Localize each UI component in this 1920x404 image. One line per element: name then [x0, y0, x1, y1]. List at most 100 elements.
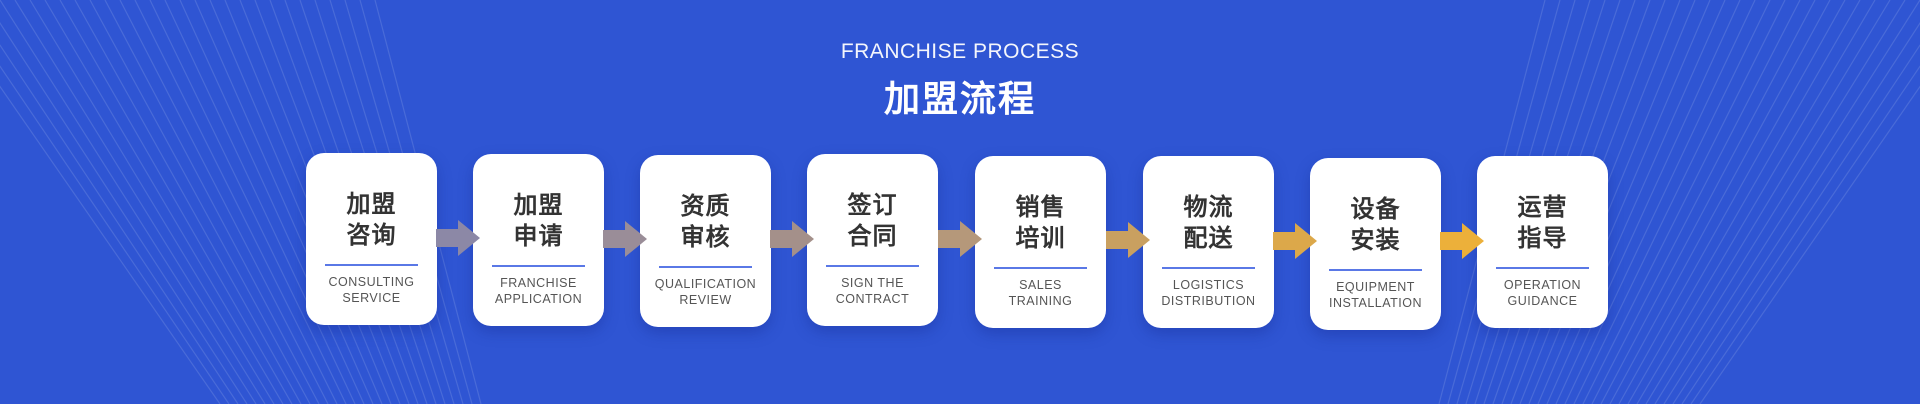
step-english-line: SIGN THE — [841, 276, 904, 290]
decorative-line — [179, 0, 365, 404]
step-english-line: CONSULTING — [328, 275, 415, 289]
decorative-line — [0, 0, 257, 404]
decorative-line — [74, 0, 302, 404]
step-divider — [994, 267, 1087, 269]
decorative-line — [1528, 0, 1696, 404]
decorative-line — [1600, 0, 1816, 404]
step-divider — [1496, 267, 1589, 269]
step-divider — [659, 266, 752, 268]
decorative-line — [1672, 22, 1920, 404]
step-english: LOGISTICS DISTRIBUTION — [1143, 277, 1274, 309]
decorative-line — [1573, 0, 1771, 404]
step-title: 物流配送 — [1183, 193, 1234, 252]
decorative-line — [89, 0, 311, 404]
step-card-consulting: 加盟咨询 CONSULTING SERVICE — [306, 153, 437, 325]
step-english-line: GUIDANCE — [1507, 294, 1578, 308]
step-english: QUALIFICATION REVIEW — [640, 276, 771, 308]
arrow-shape — [1106, 222, 1150, 258]
step-english-line: FRANCHISE — [500, 276, 577, 290]
decorative-line — [1690, 65, 1920, 404]
step-english: EQUIPMENT INSTALLATION — [1310, 279, 1441, 311]
step-title: 签订合同 — [847, 191, 898, 250]
decorative-line — [209, 0, 383, 404]
step-english: OPERATION GUIDANCE — [1477, 277, 1608, 309]
arrow-right-icon — [603, 221, 647, 257]
arrow-right-icon — [938, 221, 982, 257]
arrow-right-icon — [1273, 223, 1317, 259]
decorative-line — [1618, 0, 1846, 404]
decorative-line — [59, 0, 293, 404]
decorative-line — [104, 0, 320, 404]
step-title: 加盟咨询 — [346, 190, 397, 249]
decorative-line — [0, 22, 248, 404]
decorative-line — [0, 44, 239, 404]
arrow-shape — [603, 221, 647, 257]
decorative-line — [0, 85, 221, 404]
arrow-right-icon — [770, 221, 814, 257]
section-header: FRANCHISE PROCESS 加盟流程 — [0, 40, 1920, 122]
step-divider — [1162, 267, 1255, 269]
decorative-line — [1582, 0, 1786, 404]
decorative-line — [1699, 85, 1920, 404]
section-subtitle: FRANCHISE PROCESS — [840, 40, 1080, 63]
arrow-right-icon — [436, 220, 480, 256]
step-title: 加盟申请 — [513, 191, 564, 250]
step-card-logistics: 物流配送 LOGISTICS DISTRIBUTION — [1143, 156, 1274, 328]
step-title: 运营指导 — [1517, 193, 1568, 252]
decorative-line — [1681, 44, 1920, 404]
step-english-line: SALES — [1019, 278, 1062, 292]
step-english: SALES TRAINING — [975, 277, 1106, 309]
step-title: 销售培训 — [1015, 193, 1066, 252]
decorative-line — [0, 65, 230, 404]
step-card-training: 销售培训 SALES TRAINING — [975, 156, 1106, 328]
step-divider — [1329, 269, 1422, 271]
step-english-line: TRAINING — [1008, 294, 1073, 308]
step-title: 设备安装 — [1350, 195, 1401, 254]
decorative-line — [1627, 0, 1861, 404]
arrow-shape — [1273, 223, 1317, 259]
step-english-line: OPERATION — [1503, 278, 1582, 292]
step-title: 资质审核 — [680, 192, 731, 251]
arrow-shape — [770, 221, 814, 257]
decorative-line — [149, 0, 347, 404]
step-english-line: REVIEW — [679, 293, 732, 307]
decorative-line — [1609, 0, 1831, 404]
section-title: 加盟流程 — [883, 79, 1036, 120]
arrow-shape — [938, 221, 982, 257]
decorative-line — [1663, 0, 1920, 404]
step-english: CONSULTING SERVICE — [306, 274, 437, 306]
step-english-line: EQUIPMENT — [1336, 280, 1415, 294]
step-card-guidance: 运营指导 OPERATION GUIDANCE — [1477, 156, 1608, 328]
step-english-line: LOGISTICS — [1172, 278, 1245, 292]
step-card-review: 资质审核 QUALIFICATION REVIEW — [640, 155, 771, 327]
step-english: FRANCHISE APPLICATION — [473, 275, 604, 307]
step-english-line: DISTRIBUTION — [1161, 294, 1256, 308]
decorative-line — [164, 0, 356, 404]
step-english-line: INSTALLATION — [1328, 296, 1423, 310]
step-divider — [325, 264, 418, 266]
step-english-line: CONTRACT — [835, 292, 910, 306]
decorative-line — [134, 0, 338, 404]
decorative-line — [1591, 0, 1801, 404]
step-divider — [826, 265, 919, 267]
decorative-line — [14, 0, 266, 404]
arrow-shape — [436, 220, 480, 256]
step-card-contract: 签订合同 SIGN THE CONTRACT — [807, 154, 938, 326]
decorative-line — [1546, 0, 1726, 404]
step-english-line: QUALIFICATION — [654, 277, 757, 291]
decorative-line — [1636, 0, 1876, 404]
decorative-line — [119, 0, 329, 404]
step-english-line: SERVICE — [342, 291, 401, 305]
step-english-line: APPLICATION — [494, 292, 583, 306]
step-card-application: 加盟申请 FRANCHISE APPLICATION — [473, 154, 604, 326]
step-card-installation: 设备安装 EQUIPMENT INSTALLATION — [1310, 158, 1441, 330]
arrow-right-icon — [1106, 222, 1150, 258]
step-divider — [492, 265, 585, 267]
arrow-right-icon — [1440, 223, 1484, 259]
decorative-line — [1555, 0, 1741, 404]
decorative-line — [1645, 0, 1891, 404]
step-english: SIGN THE CONTRACT — [807, 275, 938, 307]
decorative-line — [1654, 0, 1906, 404]
